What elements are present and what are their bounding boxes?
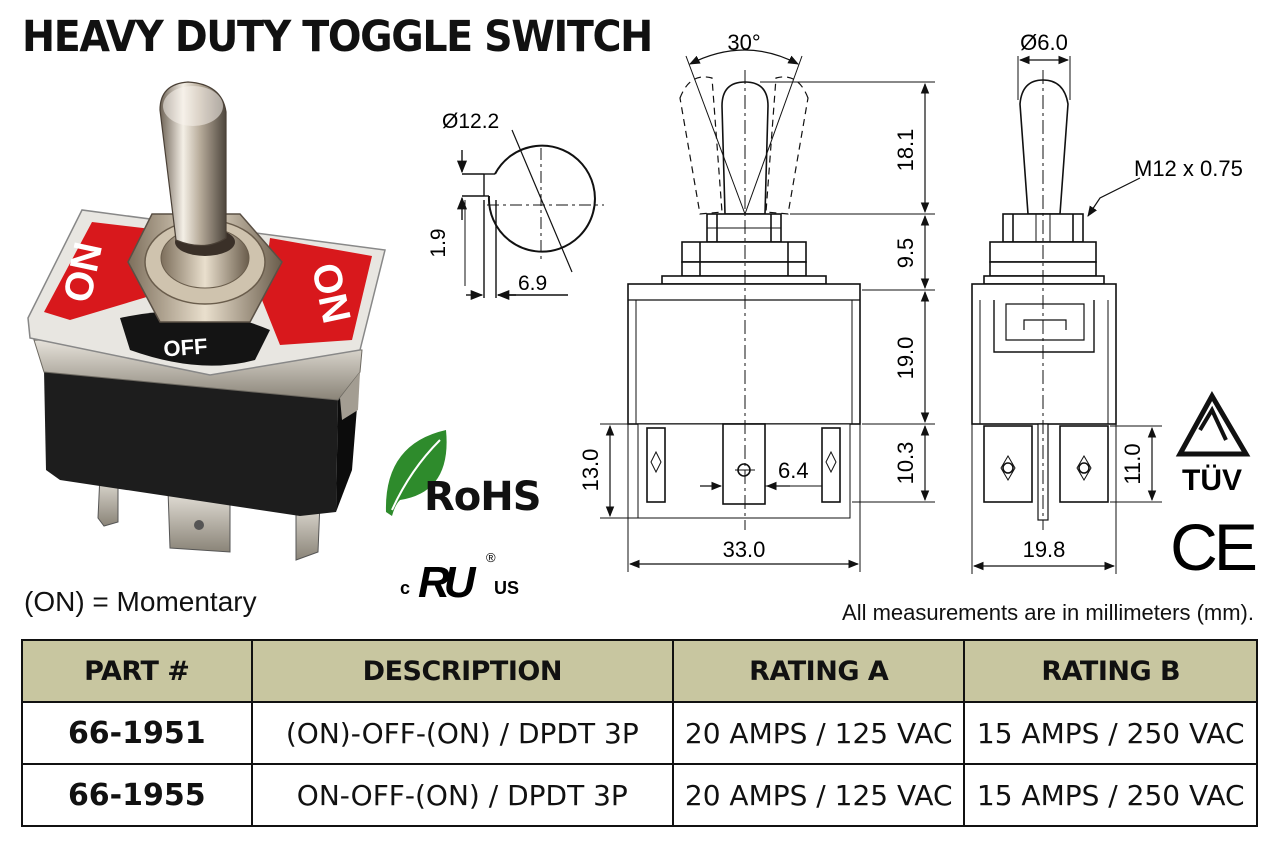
tuv-label: TÜV [1182,464,1242,497]
cell-rating-a: 20 AMPS / 125 VAC [671,701,966,765]
ul-mark: c RU US ® [400,550,519,607]
panel-cutout-drawing [456,129,604,301]
dim-terminal-width: 6.4 [778,458,809,483]
table-row: 66-1955 ON-OFF-(ON) / DPDT 3P 20 AMPS / … [21,763,1258,827]
dim-body-depth: 19.8 [1023,537,1066,562]
ul-suffix: US [494,578,519,598]
dim-terminal-span: 13.0 [578,449,603,492]
dim-lever-height: 18.1 [893,129,918,172]
spec-table: PART # DESCRIPTION RATING A RATING B 66-… [21,639,1258,827]
cutout-circle [487,144,596,253]
ul-prefix: c [400,578,410,598]
units-note: All measurements are in millimeters (mm)… [842,600,1254,625]
ul-registered: ® [486,550,496,565]
tuv-triangle-icon [1175,390,1251,457]
dim-side-terminal-length: 11.0 [1120,443,1145,484]
dim-lever-diameter: Ø6.0 [1020,30,1068,55]
dim-key-width: 1.9 [427,228,450,257]
cell-rating-a: 20 AMPS / 125 VAC [671,763,966,827]
photo-label-off: OFF [163,334,209,362]
header-part: PART # [21,639,253,703]
dim-throw-angle: 30° [727,30,760,55]
dim-body-height: 19.0 [893,337,918,380]
cell-description: (ON)-OFF-(ON) / DPDT 3P [250,701,674,765]
cell-part: 66-1951 [21,701,253,765]
table-header-row: PART # DESCRIPTION RATING A RATING B [21,639,1258,703]
dim-body-width: 33.0 [723,537,766,562]
photo-lever [159,81,227,247]
dim-cutout-diameter: Ø12.2 [442,110,499,133]
dim-thread: M12 x 0.75 [1134,156,1243,181]
header-description: DESCRIPTION [250,639,674,703]
rohs-label: RoHS [424,474,542,520]
front-view-drawing [600,49,935,572]
page-title: HEAVY DUTY TOGGLE SWITCH [22,12,653,62]
header-rating-a: RATING A [671,639,966,703]
photo-housing [44,370,338,516]
photo-plate-red-right [262,238,372,345]
photo-terminal-hole [194,520,204,530]
cell-rating-b: 15 AMPS / 250 VAC [963,763,1258,827]
side-view-drawing [971,55,1162,574]
rohs-leaf-icon [385,430,447,516]
cell-part: 66-1955 [21,763,253,827]
ul-letters: RU [418,558,477,607]
ce-mark: CE [1170,510,1256,584]
dim-key-offset: 6.9 [518,272,547,295]
switch-product-photo: ON ON OFF [27,81,386,561]
dim-terminal-length: 10.3 [893,442,918,485]
cell-description: ON-OFF-(ON) / DPDT 3P [250,763,674,827]
photo-plate-red-left [44,222,160,320]
table-row: 66-1951 (ON)-OFF-(ON) / DPDT 3P 20 AMPS … [21,701,1258,765]
tuv-mark: TÜV [1175,390,1251,497]
momentary-legend: (ON) = Momentary [24,586,257,617]
photo-plate-black [120,311,270,366]
dim-bushing-height: 9.5 [893,238,918,269]
header-rating-b: RATING B [963,639,1258,703]
cell-rating-b: 15 AMPS / 250 VAC [963,701,1258,765]
